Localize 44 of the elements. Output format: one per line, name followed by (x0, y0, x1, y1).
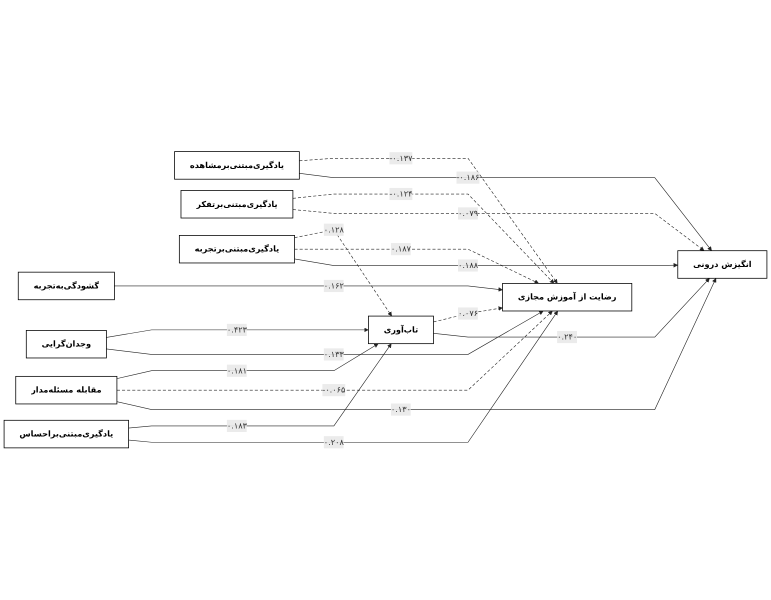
node-box: یادگیری‌مبتنی‌بر‌مشاهده (174, 151, 300, 180)
arrow (114, 286, 503, 292)
arrow (299, 158, 558, 284)
edge-label: ۰.۱۶۲ (324, 280, 344, 291)
node-box: گشودگی‌به‌تجربه (18, 272, 115, 300)
edge-label: -۰.۰۶۵ (322, 385, 346, 395)
arrow (128, 310, 558, 443)
arrow (299, 173, 712, 251)
edge-label: ۰.۱۸۳ (226, 420, 248, 431)
node-box: یادگیری‌مبتنی‌بر‌احساس (4, 420, 129, 448)
arrow (116, 310, 553, 390)
node-box: مقابله مسئله‌مدار (15, 376, 118, 404)
edge-label: ۰.۴۲۳ (226, 324, 248, 334)
arrow (294, 248, 539, 284)
node-box: انگیزش درونی (677, 250, 768, 279)
arrow (106, 310, 544, 355)
node-box: تاب‌آوری (368, 316, 434, 344)
edge-label: ۰.۲۰۸ (324, 437, 344, 447)
edge-label: -۰.۱۳۷ (389, 153, 412, 163)
arrow (116, 278, 716, 410)
edge-label: ۰.۱۳۳ (324, 349, 344, 359)
node-box: یادگیری‌مبتنی‌بر‌تفکر (180, 190, 294, 218)
arrow (292, 209, 704, 251)
arrow (294, 258, 678, 268)
edge-label: ۰.۰۷۹ (458, 208, 478, 218)
edge-label: ۰.۱۲۸ (324, 224, 344, 234)
edge-label: -۰.۱۸۶ (456, 172, 480, 182)
arrow (128, 343, 392, 428)
arrow (294, 229, 392, 316)
edge-label: ۰.۱۸۸ (458, 260, 478, 270)
edge-label: ۰.۱۸۱ (226, 366, 248, 376)
arrow (433, 306, 503, 322)
node-box: یادگیری‌مبتنی‌بر‌تجربه (178, 235, 295, 264)
arrow (116, 343, 378, 379)
arrow (106, 328, 369, 338)
edge-label: -۰.۱۲۴ (389, 188, 412, 199)
arrow (433, 278, 710, 338)
edge-label: ۰.۱۳۰ (390, 404, 412, 414)
node-box: وجدان‌گرایی (26, 330, 107, 358)
edge-label: ۰.۰۷۶ (458, 308, 478, 318)
edge-label: ۰.۱۸۷ (390, 244, 412, 254)
arrow (292, 194, 554, 284)
node-box: رضایت از آموزش مجازی (502, 283, 632, 312)
edge-label: ۰.۲۴۰ (557, 332, 578, 342)
